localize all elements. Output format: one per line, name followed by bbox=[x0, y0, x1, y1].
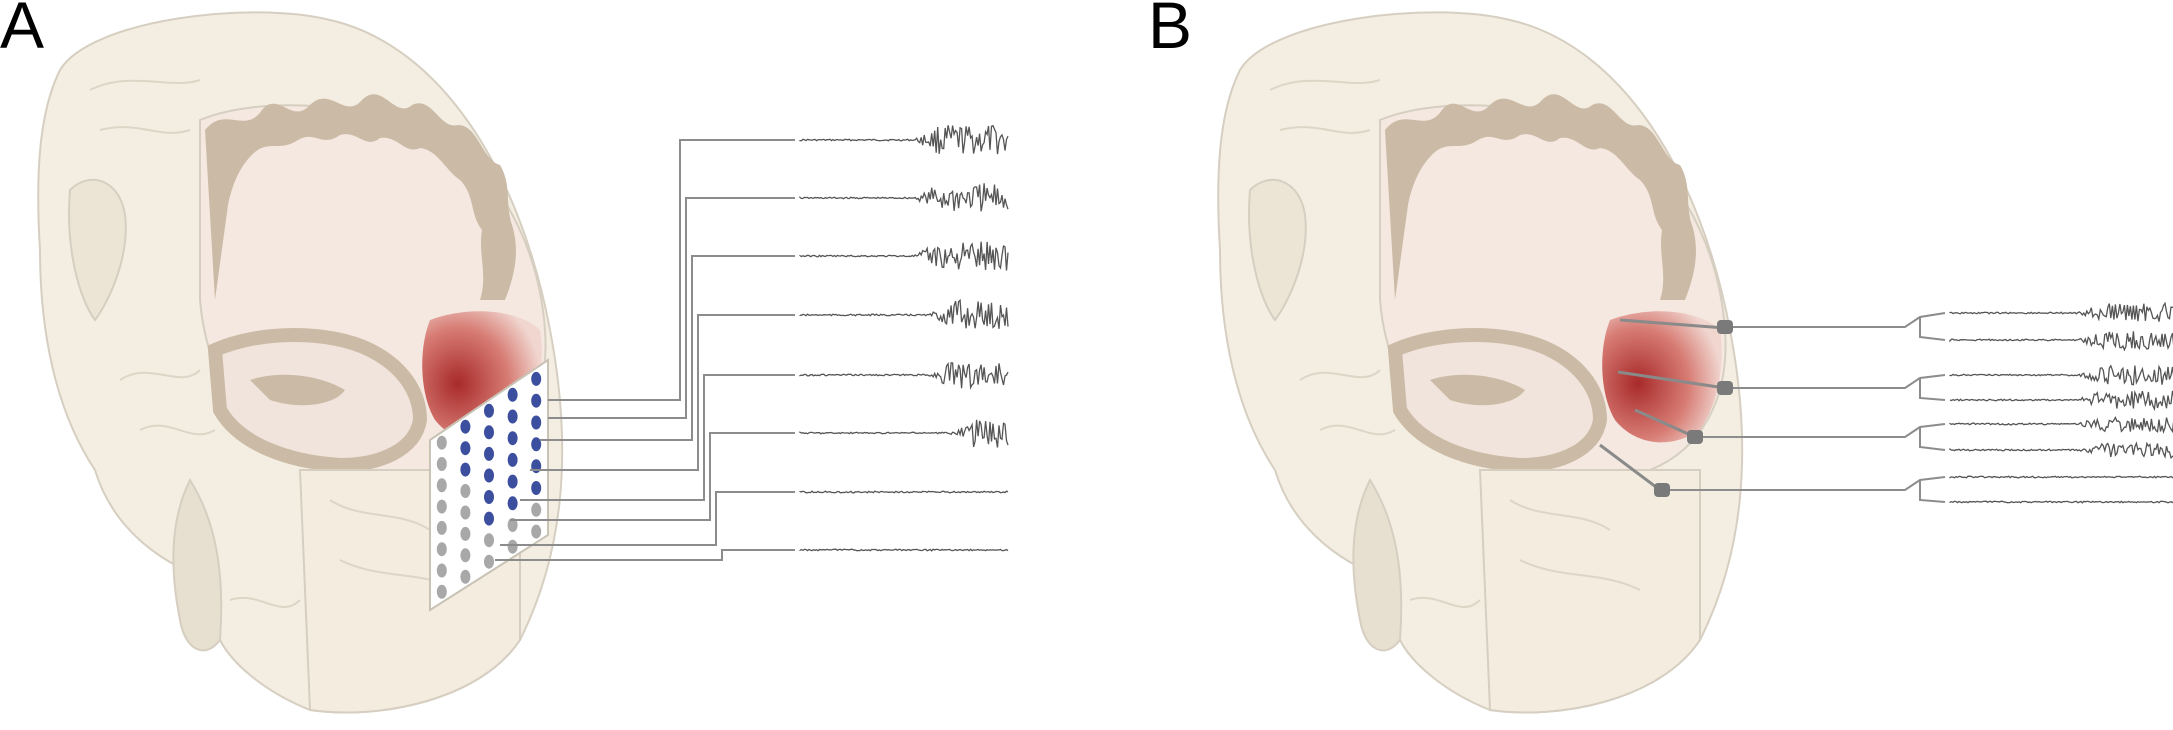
grid-electrode-dot bbox=[507, 518, 518, 532]
grid-electrode-dot bbox=[484, 403, 494, 418]
grid-electrode-dot bbox=[460, 505, 471, 520]
grid-electrode-dot bbox=[460, 548, 471, 563]
grid-electrode-dot bbox=[507, 409, 518, 424]
grid-electrode-dot bbox=[484, 425, 494, 440]
grid-wires bbox=[495, 139, 780, 561]
eeg-trace-b bbox=[1949, 416, 2173, 434]
seizure-focus-b bbox=[1602, 311, 1722, 443]
grid-electrode-dot bbox=[531, 415, 542, 430]
eeg-trace-a bbox=[799, 183, 1009, 212]
grid-electrode-dot bbox=[460, 462, 471, 477]
grid-electrode-dot bbox=[436, 478, 447, 493]
grid-electrode-dot bbox=[484, 468, 494, 483]
grid-electrode-dot bbox=[436, 520, 447, 535]
eeg-trace-a bbox=[799, 490, 1009, 494]
grid-electrode-dot bbox=[531, 437, 542, 452]
grid-electrode-dot bbox=[507, 452, 518, 467]
grid-electrode-dot bbox=[507, 431, 518, 446]
panel-a bbox=[38, 12, 1009, 712]
eeg-trace-b bbox=[1949, 301, 2173, 322]
electrode-contact bbox=[1687, 430, 1703, 444]
grid-electrode-dot bbox=[460, 419, 471, 434]
panel-label-b: B bbox=[1148, 0, 1193, 62]
grid-electrode-dot bbox=[460, 569, 471, 584]
eeg-traces-a bbox=[780, 124, 1009, 552]
grid-electrode-dot bbox=[531, 393, 542, 408]
grid-electrode-dot bbox=[484, 554, 494, 569]
eeg-trace-b bbox=[1949, 389, 2173, 412]
depth-wires bbox=[1670, 312, 1946, 503]
grid-electrode-dot bbox=[531, 481, 542, 495]
depth-electrode-shafts bbox=[1599, 318, 1726, 492]
grid-electrode-dot bbox=[484, 533, 494, 548]
grid-electrode-dot bbox=[507, 496, 518, 511]
grid-electrode-dot bbox=[484, 511, 494, 526]
grid-electrode-dot bbox=[436, 457, 447, 471]
eeg-trace-b bbox=[1949, 475, 2173, 479]
grid-electrodes bbox=[436, 371, 542, 599]
eeg-trace-a bbox=[799, 124, 1009, 155]
surface-grid bbox=[429, 358, 549, 612]
grid-electrode-dot bbox=[436, 563, 447, 578]
grid-electrode-dot bbox=[460, 526, 471, 541]
eeg-trace-b bbox=[1949, 364, 2173, 386]
grid-electrode-dot bbox=[507, 474, 518, 489]
panel-b bbox=[1218, 12, 2173, 712]
panel-label-a: A bbox=[0, 0, 45, 62]
grid-electrode-dot bbox=[436, 542, 447, 557]
eeg-trace-a bbox=[799, 298, 1009, 329]
grid-electrode-dot bbox=[460, 484, 471, 498]
grid-electrode-dot bbox=[507, 387, 518, 402]
eeg-trace-b bbox=[1949, 331, 2173, 352]
eeg-trace-b bbox=[1949, 500, 2173, 504]
grid-electrode-dot bbox=[460, 441, 471, 456]
grid-electrode-dot bbox=[531, 502, 542, 517]
eeg-traces-b bbox=[1949, 301, 2173, 504]
grid-electrode-dot bbox=[436, 435, 447, 450]
eeg-trace-a bbox=[799, 419, 1009, 448]
grid-electrode-dot bbox=[484, 490, 494, 504]
grid-electrode-dot bbox=[436, 499, 447, 514]
depth-electrode-contacts bbox=[1654, 320, 1733, 497]
grid-electrode-dot bbox=[531, 524, 542, 539]
grid-electrode-dot bbox=[531, 459, 542, 474]
electrode-contact bbox=[1654, 483, 1670, 497]
eeg-trace-a bbox=[799, 361, 1009, 390]
electrode-contact bbox=[1717, 320, 1733, 334]
eeg-trace-b bbox=[1949, 441, 2173, 459]
electrode-contact bbox=[1717, 381, 1733, 395]
grid-electrode-dot bbox=[484, 446, 494, 461]
grid-electrode-dot bbox=[436, 584, 447, 599]
grid-electrode-dot bbox=[531, 371, 542, 386]
eeg-trace-a bbox=[799, 548, 1009, 552]
eeg-trace-a bbox=[799, 241, 1009, 271]
grid-electrode-dot bbox=[507, 539, 518, 554]
